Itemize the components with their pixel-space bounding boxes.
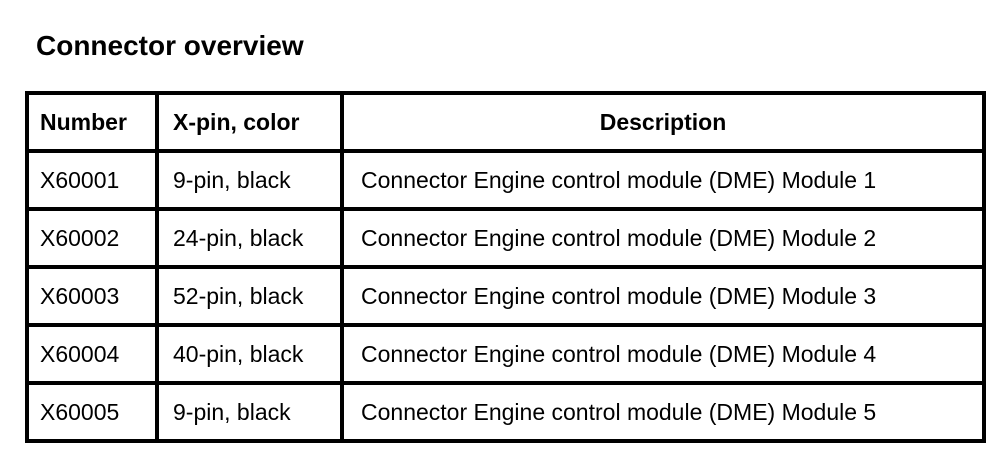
cell-description: Connector Engine control module (DME) Mo… — [340, 381, 986, 443]
table-body: X60001 9-pin, black Connector Engine con… — [25, 149, 986, 443]
table-header: Number X-pin, color Description — [25, 91, 986, 153]
cell-description: Connector Engine control module (DME) Mo… — [340, 207, 986, 269]
page-title: Connector overview — [36, 29, 304, 61]
table-row: X60003 52-pin, black Connector Engine co… — [25, 265, 986, 327]
table-row: X60005 9-pin, black Connector Engine con… — [25, 381, 986, 443]
cell-xpin-color: 9-pin, black — [155, 381, 344, 443]
table-row: X60004 40-pin, black Connector Engine co… — [25, 323, 986, 385]
cell-number: X60002 — [25, 207, 159, 269]
column-header-description: Description — [340, 91, 986, 153]
column-header-xpin-color: X-pin, color — [155, 91, 344, 153]
column-header-number: Number — [25, 91, 159, 153]
cell-xpin-color: 52-pin, black — [155, 265, 344, 327]
cell-xpin-color: 24-pin, black — [155, 207, 344, 269]
cell-description: Connector Engine control module (DME) Mo… — [340, 323, 986, 385]
cell-description: Connector Engine control module (DME) Mo… — [340, 265, 986, 327]
table-row: X60001 9-pin, black Connector Engine con… — [25, 149, 986, 211]
cell-xpin-color: 9-pin, black — [155, 149, 344, 211]
cell-number: X60005 — [25, 381, 159, 443]
cell-number: X60003 — [25, 265, 159, 327]
cell-number: X60004 — [25, 323, 159, 385]
cell-xpin-color: 40-pin, black — [155, 323, 344, 385]
connector-overview-table: Number X-pin, color Description X60001 9… — [25, 91, 986, 443]
cell-description: Connector Engine control module (DME) Mo… — [340, 149, 986, 211]
cell-number: X60001 — [25, 149, 159, 211]
table-header-row: Number X-pin, color Description — [25, 91, 986, 153]
table-row: X60002 24-pin, black Connector Engine co… — [25, 207, 986, 269]
